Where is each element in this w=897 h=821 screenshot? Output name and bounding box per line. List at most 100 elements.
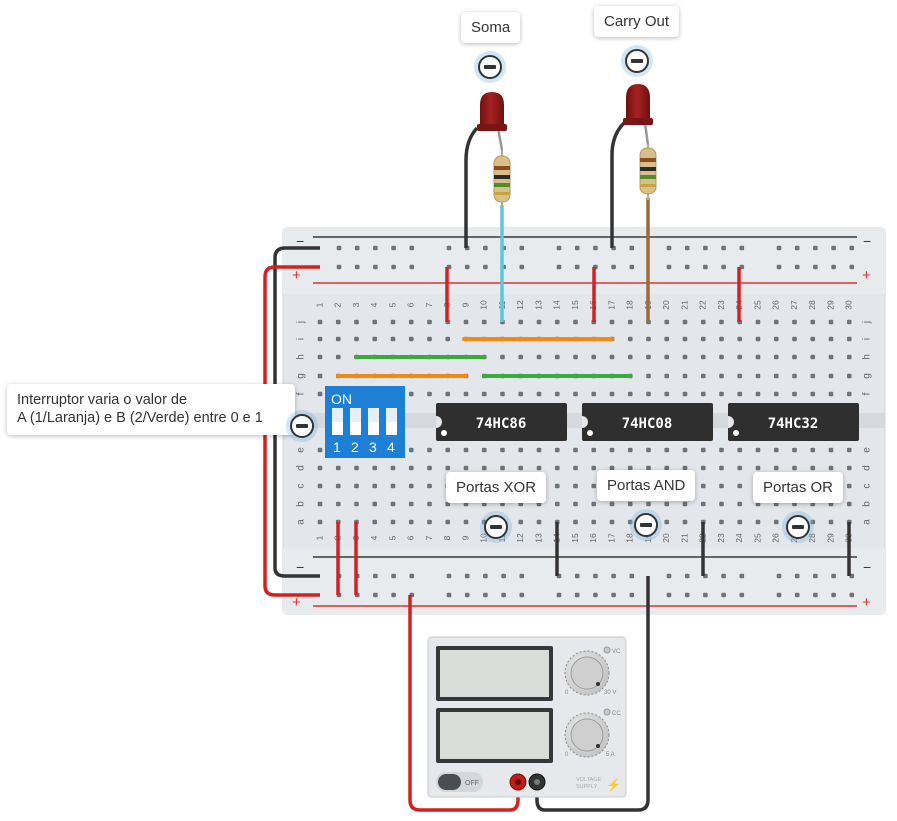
terminal-hole[interactable] [828,447,834,453]
rail-hole[interactable] [519,592,525,598]
led-soma[interactable] [477,92,507,131]
rail-hole[interactable] [684,592,690,598]
terminal-hole[interactable] [664,465,670,471]
terminal-hole[interactable] [554,447,560,453]
rail-hole[interactable] [666,592,672,598]
terminal-hole[interactable] [773,391,779,397]
terminal-hole[interactable] [372,519,378,525]
terminal-hole[interactable] [372,483,378,489]
terminal-hole[interactable] [591,519,597,525]
terminal-hole[interactable] [445,391,451,397]
rail-hole[interactable] [593,573,598,579]
terminal-hole[interactable] [354,501,359,507]
terminal-hole[interactable] [700,373,706,379]
terminal-hole[interactable] [627,391,633,397]
terminal-hole[interactable] [463,465,469,471]
terminal-hole[interactable] [536,519,542,525]
annotation-soma-pin[interactable] [478,55,502,79]
terminal-hole[interactable] [755,319,761,325]
terminal-hole[interactable] [773,519,779,525]
terminal-hole[interactable] [792,319,797,325]
terminal-hole[interactable] [554,319,560,325]
rail-hole[interactable] [519,264,525,270]
terminal-hole[interactable] [737,391,743,397]
rail-hole[interactable] [464,573,470,579]
terminal-hole[interactable] [554,354,560,360]
terminal-hole[interactable] [719,447,724,453]
rail-hole[interactable] [593,245,598,251]
rail-hole[interactable] [519,245,525,251]
terminal-hole[interactable] [408,391,414,397]
annotation-xor-pin[interactable] [484,515,508,539]
rail-hole[interactable] [464,264,470,270]
terminal-hole[interactable] [573,519,578,525]
terminal-hole[interactable] [573,319,578,325]
terminal-hole[interactable] [700,319,706,325]
rail-hole[interactable] [483,245,488,251]
dip-switch[interactable]: ON 1 2 3 4 [325,386,405,458]
terminal-hole[interactable] [773,336,779,342]
rail-hole[interactable] [739,573,745,579]
terminal-hole[interactable] [700,354,706,360]
terminal-hole[interactable] [828,465,834,471]
rail-hole[interactable] [611,264,616,270]
terminal-hole[interactable] [390,336,396,342]
rail-hole[interactable] [629,592,635,598]
terminal-hole[interactable] [463,319,469,325]
rail-hole[interactable] [446,245,452,251]
rail-hole[interactable] [703,592,708,598]
terminal-hole[interactable] [390,519,396,525]
terminal-hole[interactable] [390,501,396,507]
terminal-hole[interactable] [627,319,633,325]
rail-hole[interactable] [849,592,855,598]
rail-hole[interactable] [721,592,726,598]
terminal-hole[interactable] [755,519,761,525]
terminal-hole[interactable] [682,319,688,325]
rail-hole[interactable] [629,245,635,251]
rail-hole[interactable] [446,592,452,598]
terminal-hole[interactable] [773,319,779,325]
rail-hole[interactable] [373,573,378,579]
annotation-and-pin[interactable] [634,513,658,537]
rail-hole[interactable] [446,573,452,579]
terminal-hole[interactable] [846,319,852,325]
terminal-hole[interactable] [719,354,724,360]
terminal-hole[interactable] [390,465,396,471]
rail-hole[interactable] [409,573,415,579]
terminal-hole[interactable] [664,336,670,342]
terminal-hole[interactable] [427,447,432,453]
rail-hole[interactable] [739,592,745,598]
rail-hole[interactable] [354,264,360,270]
annotation-or-pin[interactable] [786,515,810,539]
terminal-hole[interactable] [737,519,743,525]
terminal-hole[interactable] [846,447,852,453]
terminal-hole[interactable] [609,501,615,507]
rail-hole[interactable] [354,245,360,251]
terminal-hole[interactable] [755,373,761,379]
terminal-hole[interactable] [828,336,834,342]
terminal-hole[interactable] [627,336,633,342]
terminal-hole[interactable] [646,336,651,342]
terminal-hole[interactable] [609,465,615,471]
terminal-hole[interactable] [810,465,816,471]
terminal-hole[interactable] [573,501,578,507]
terminal-hole[interactable] [463,391,469,397]
terminal-hole[interactable] [573,391,578,397]
terminal-hole[interactable] [682,519,688,525]
terminal-hole[interactable] [700,483,706,489]
terminal-hole[interactable] [554,483,560,489]
terminal-hole[interactable] [390,319,396,325]
terminal-hole[interactable] [719,465,724,471]
terminal-hole[interactable] [390,483,396,489]
terminal-hole[interactable] [755,465,761,471]
terminal-hole[interactable] [700,447,706,453]
terminal-hole[interactable] [646,354,651,360]
terminal-hole[interactable] [518,447,524,453]
rail-hole[interactable] [666,573,672,579]
terminal-hole[interactable] [664,354,670,360]
rail-hole[interactable] [813,592,818,598]
rail-hole[interactable] [831,245,836,251]
terminal-hole[interactable] [408,336,414,342]
terminal-hole[interactable] [591,447,597,453]
terminal-hole[interactable] [372,501,378,507]
